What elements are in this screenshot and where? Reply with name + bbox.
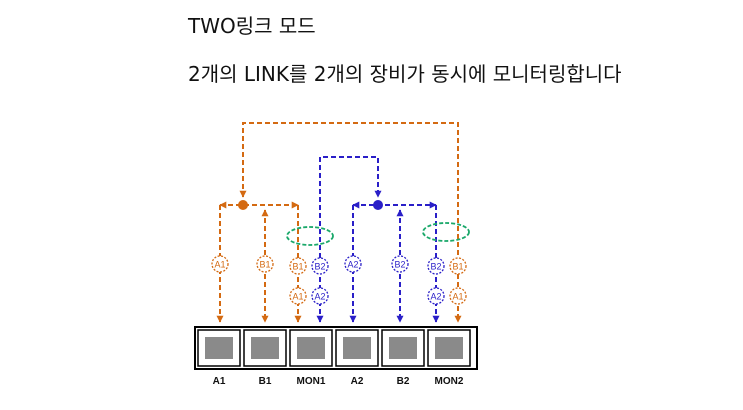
badge-mon1-a2: A2: [311, 287, 329, 305]
port-strip: [194, 326, 478, 370]
port-b1: [243, 329, 287, 367]
badge-mon2-a2: A2: [427, 287, 445, 305]
port-labels: A1 B1 MON1 A2 B2 MON2: [213, 376, 464, 387]
badge-mon1-b1: B1: [289, 257, 307, 275]
svg-text:B1: B1: [292, 261, 303, 271]
blue-junction-node: [373, 200, 383, 210]
orange-link-lines: [216, 122, 462, 323]
port-a1: [197, 329, 241, 367]
badge-a1: A1: [211, 255, 229, 273]
blue-top-bridge: [316, 156, 382, 323]
badges: A1 B1 B1 A1 B1 A1 B2 A2: [211, 255, 467, 305]
port-b2: [381, 329, 425, 367]
port-label-mon1: MON1: [297, 376, 326, 387]
svg-text:A1: A1: [214, 259, 225, 269]
badge-a2: A2: [344, 255, 362, 273]
blue-link-lines: [316, 156, 440, 323]
badge-b2: B2: [391, 255, 409, 273]
port-label-b1: B1: [259, 376, 272, 387]
port-label-a1: A1: [213, 376, 226, 387]
svg-text:B2: B2: [314, 261, 325, 271]
mon1-group-ellipse: [286, 226, 334, 246]
port-a2: [335, 329, 379, 367]
badge-mon2-b1: B1: [449, 257, 467, 275]
port-mon1: [289, 329, 333, 367]
port-mon2: [427, 329, 471, 367]
svg-text:A1: A1: [292, 291, 303, 301]
port-label-a2: A2: [351, 376, 364, 387]
svg-text:A2: A2: [430, 291, 441, 301]
badge-mon1-a1: A1: [289, 287, 307, 305]
svg-text:A2: A2: [314, 291, 325, 301]
svg-text:B2: B2: [430, 261, 441, 271]
badge-mon2-a1: A1: [449, 287, 467, 305]
svg-text:B2: B2: [394, 259, 405, 269]
svg-text:A2: A2: [347, 259, 358, 269]
page-title: TWO링크 모드: [188, 14, 316, 38]
badge-mon2-b2: B2: [427, 257, 445, 275]
svg-text:B1: B1: [452, 261, 463, 271]
badge-mon1-b2: B2: [311, 257, 329, 275]
svg-text:B1: B1: [259, 259, 270, 269]
port-label-b2: B2: [397, 376, 410, 387]
svg-text:A1: A1: [452, 291, 463, 301]
badge-b1: B1: [256, 255, 274, 273]
orange-junction-node: [238, 200, 248, 210]
page-subtitle: 2개의 LINK를 2개의 장비가 동시에 모니터링합니다: [188, 62, 622, 86]
port-label-mon2: MON2: [435, 376, 464, 387]
orange-top-bridge: [239, 122, 462, 323]
mon2-group-ellipse: [422, 222, 470, 242]
